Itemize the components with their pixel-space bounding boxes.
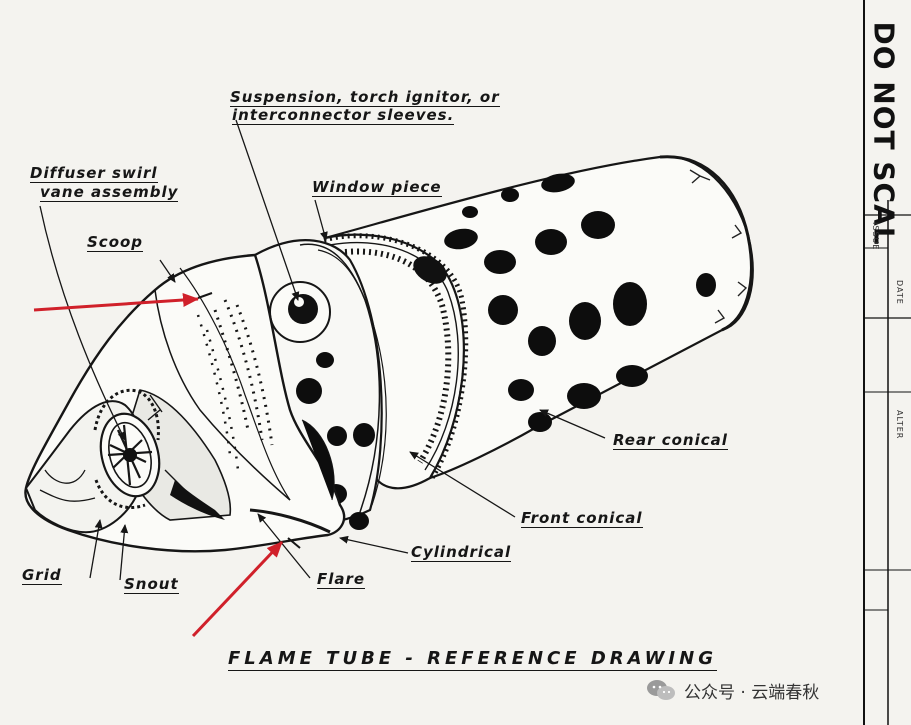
suspension-label-line2: interconnector sleeves.: [232, 106, 455, 125]
window-piece-label: Window piece: [312, 178, 442, 197]
diffuser-label-line2: vane assembly: [40, 183, 179, 202]
red-annotation-arrows: [33, 293, 284, 638]
cylindrical-label: Cylindrical: [411, 543, 512, 562]
date-label: DATE: [895, 280, 904, 305]
snout-label: Snout: [124, 575, 179, 594]
scoop-label: Scoop: [87, 233, 144, 252]
rear-conical-label: Rear conical: [613, 431, 728, 450]
red-arrow-upper: [33, 293, 199, 312]
grid-label: Grid: [22, 566, 62, 585]
front-conical-label: Front conical: [521, 509, 643, 528]
issue-label: ISSUE: [871, 222, 880, 251]
scoop-marks: [197, 292, 301, 549]
wechat-icon: [647, 680, 675, 700]
drawing-title: FLAME TUBE - REFERENCE DRAWING: [228, 648, 717, 671]
flare-label: Flare: [317, 570, 366, 589]
diffuser-label: Diffuser swirl: [30, 164, 158, 183]
red-arrow-lower: [191, 540, 284, 638]
drawing-frame: [863, 0, 911, 725]
watermark: 公众号 · 云端春秋: [646, 675, 819, 705]
suspension-label: Suspension, torch ignitor, or: [230, 88, 500, 107]
watermark-text: 公众号 · 云端春秋: [684, 682, 820, 703]
alter-label: ALTER: [895, 410, 904, 440]
leader-lines: [39, 119, 606, 581]
swirl-vane-assembly: [24, 388, 225, 534]
